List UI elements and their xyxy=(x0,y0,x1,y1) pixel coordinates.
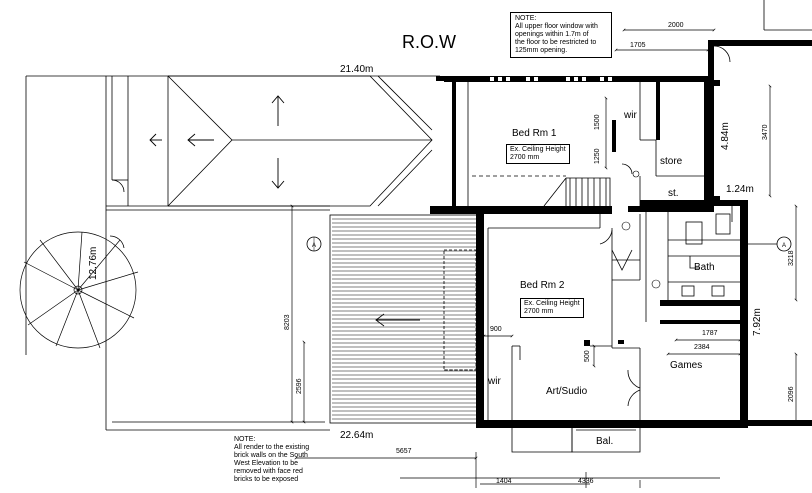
dim-22-64m: 22.64m xyxy=(340,430,374,441)
note-line: brick walls on the South xyxy=(234,452,308,459)
dim-3470: 3470 xyxy=(762,124,769,140)
note-line: NOTE: xyxy=(234,436,256,443)
note-line: bricks to be exposed xyxy=(234,476,299,483)
dim-12-76m: 12.76m xyxy=(88,246,99,280)
room-balcony: Bal. xyxy=(596,436,614,447)
note-line: All upper floor window with xyxy=(515,23,598,30)
site-boundary xyxy=(25,0,812,431)
room-art-studio: Art/Sudio xyxy=(546,386,588,397)
room-wir-bottom: wir xyxy=(488,376,501,387)
dim-2000: 2000 xyxy=(668,22,684,29)
dim-2596: 2596 xyxy=(296,378,303,394)
note-line: All render to the existing xyxy=(234,444,310,451)
note-line: 125mm opening. xyxy=(515,47,568,54)
deck-boards xyxy=(329,214,479,424)
dim-900: 900 xyxy=(490,326,502,333)
note-line: removed with face red xyxy=(234,468,303,475)
note-line: the floor to be restricted to xyxy=(515,39,597,46)
note-line: openings within 1.7m of xyxy=(515,31,589,38)
window-marks xyxy=(490,77,612,81)
dim-1250: 1250 xyxy=(594,148,601,164)
plan-title: R.O.W xyxy=(402,32,456,52)
dim-500: 500 xyxy=(584,350,591,362)
note-bottom: NOTE: All render to the existing brick w… xyxy=(234,436,309,484)
note-top: NOTE: All upper floor window with openin… xyxy=(510,12,612,58)
dim-1500: 1500 xyxy=(594,114,601,130)
spiral-stair xyxy=(19,231,139,349)
ceiling-line: 2700 mm xyxy=(524,308,554,315)
note-line: West Elevation to be xyxy=(234,460,299,467)
dimension-lines xyxy=(290,28,798,488)
roof-fall-arrows xyxy=(149,95,285,189)
dim-1705: 1705 xyxy=(630,42,646,49)
ceiling-height-bed-1: Ex. Ceiling Height 2700 mm xyxy=(506,144,570,164)
detail-marker xyxy=(621,221,631,231)
dim-7-92m: 7.92m xyxy=(752,308,763,336)
dim-3218: 3218 xyxy=(788,250,795,266)
dim-4336: 4336 xyxy=(578,478,594,485)
section-letter-left: A xyxy=(312,243,316,249)
detail-marker xyxy=(632,170,640,178)
interior-lines xyxy=(109,45,740,453)
room-bath: Bath xyxy=(694,262,715,273)
dim-2096: 2096 xyxy=(788,386,795,402)
ceiling-line: Ex. Ceiling Height xyxy=(524,300,580,307)
deck-arrow xyxy=(375,313,420,327)
dim-21-40m: 21.40m xyxy=(340,64,374,75)
room-bed-1: Bed Rm 1 xyxy=(512,128,557,139)
section-letter-right: A xyxy=(782,243,786,249)
ceiling-line: 2700 mm xyxy=(510,154,540,161)
walls xyxy=(430,40,812,428)
room-games: Games xyxy=(670,360,703,371)
dim-1404: 1404 xyxy=(496,478,512,485)
ceiling-height-bed-2: Ex. Ceiling Height 2700 mm xyxy=(520,298,584,318)
dim-5657: 5657 xyxy=(396,448,412,455)
dim-2384: 2384 xyxy=(694,344,710,351)
note-line: NOTE: xyxy=(515,15,537,22)
dim-8203: 8203 xyxy=(284,314,291,330)
room-store: store xyxy=(660,156,683,167)
ceiling-line: Ex. Ceiling Height xyxy=(510,146,566,153)
dim-1787: 1787 xyxy=(702,330,718,337)
room-st: st. xyxy=(668,188,679,199)
room-bed-2: Bed Rm 2 xyxy=(520,280,565,291)
section-marker-left xyxy=(306,236,322,252)
section-marker-right xyxy=(748,236,792,252)
dim-1-24m: 1.24m xyxy=(726,184,754,195)
roof-outline xyxy=(167,75,433,207)
room-wir-top: wir xyxy=(624,110,637,121)
dim-4-84m: 4.84m xyxy=(720,122,731,150)
detail-marker xyxy=(651,279,661,289)
